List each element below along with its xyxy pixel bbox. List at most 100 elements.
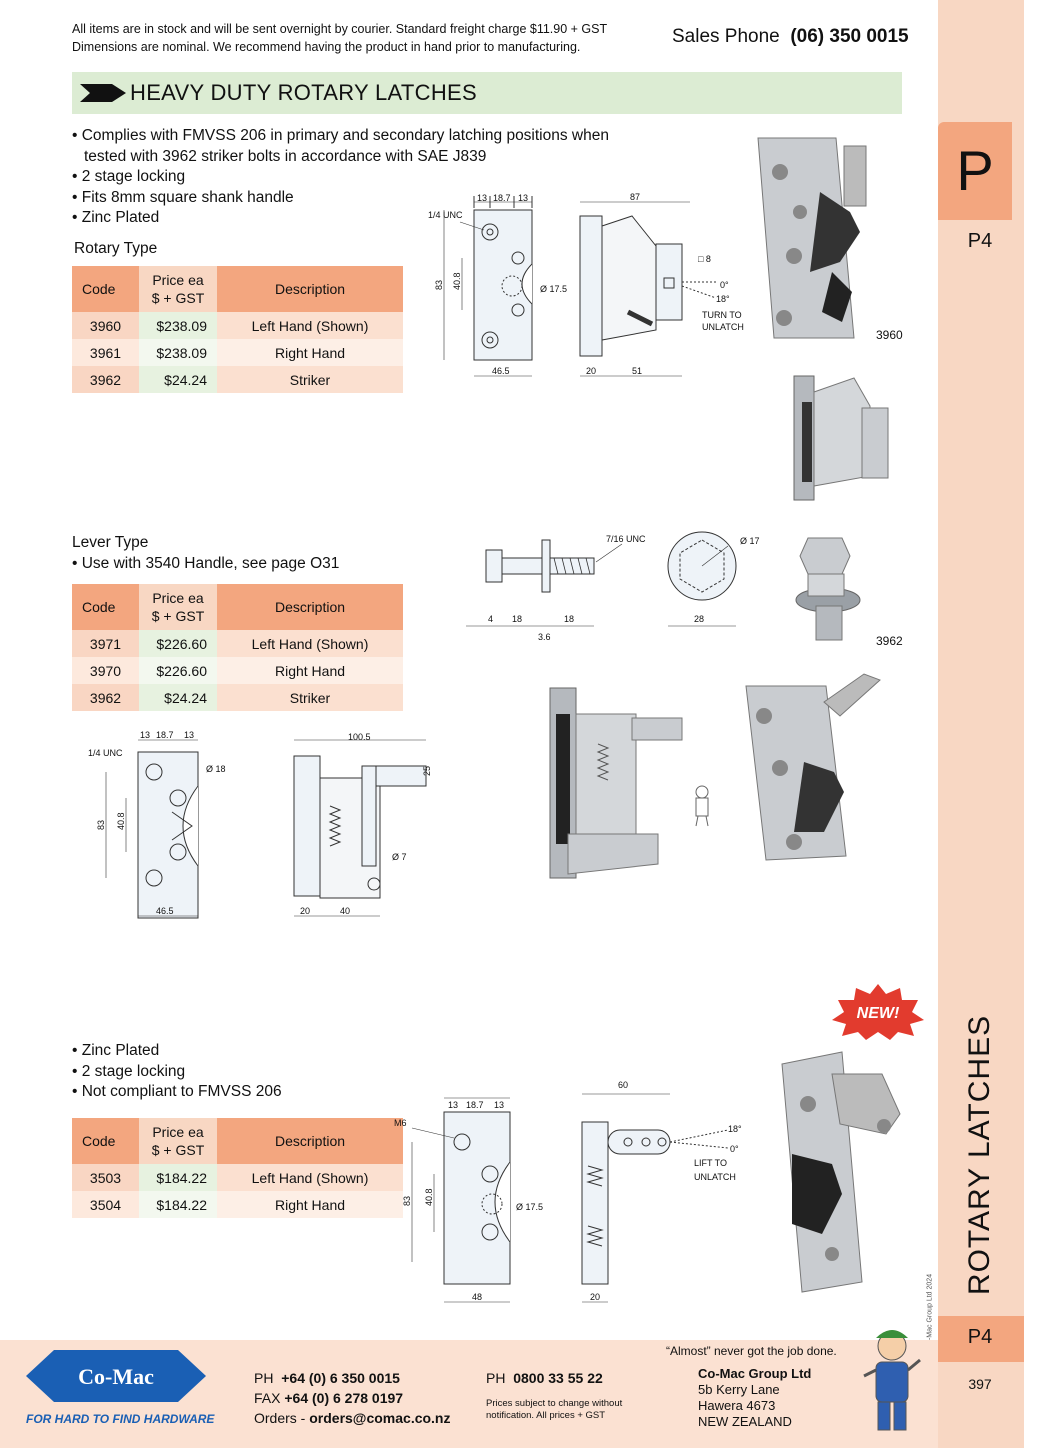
co-mac-logo: Co-Mac <box>26 1350 206 1402</box>
bottom-tab <box>938 1316 1024 1362</box>
col-description: Description <box>217 584 403 630</box>
section-letter: P <box>956 139 994 202</box>
svg-text:83: 83 <box>434 280 444 290</box>
svg-text:46.5: 46.5 <box>156 906 174 916</box>
svg-text:87: 87 <box>630 192 640 202</box>
svg-text:Ø 17.5: Ø 17.5 <box>516 1202 543 1212</box>
svg-text:13: 13 <box>477 193 487 203</box>
section-tab <box>938 122 1012 220</box>
lever-latch-photo-front <box>745 673 881 861</box>
mascot-small-icon <box>695 785 709 827</box>
svg-text:51: 51 <box>632 366 642 376</box>
new-badge: NEW! <box>832 984 924 1040</box>
freephone: PH 0800 33 55 22 <box>486 1370 603 1386</box>
svg-text:40: 40 <box>340 906 350 916</box>
col-price: Price ea$ + GST <box>139 584 217 630</box>
svg-text:LIFT TO: LIFT TO <box>694 1158 727 1168</box>
latch-photo-3503 <box>781 1051 901 1293</box>
svg-text:40.8: 40.8 <box>424 1188 434 1206</box>
svg-text:18°: 18° <box>716 294 730 304</box>
feature-list-lever: • Use with 3540 Handle, see page O31 <box>72 555 340 572</box>
section-code: P4 <box>967 230 993 252</box>
mascot-quote: “Almost” never got the job done. <box>666 1344 837 1358</box>
svg-text:7/16 UNC: 7/16 UNC <box>606 534 646 544</box>
feature-list-3503: • Zinc Plated • 2 stage locking • Not co… <box>72 1042 282 1100</box>
lever-type-heading: Lever Type <box>72 534 149 551</box>
mascot-icon <box>863 1330 921 1431</box>
svg-text:Co-Mac: Co-Mac <box>78 1364 154 1389</box>
svg-text:40.8: 40.8 <box>452 272 462 290</box>
svg-text:83: 83 <box>96 820 106 830</box>
bottom-section-code: P4 <box>967 1326 993 1348</box>
svg-text:UNLATCH: UNLATCH <box>702 322 744 332</box>
svg-text:Ø 18: Ø 18 <box>206 764 226 774</box>
col-code: Code <box>72 584 139 630</box>
svg-text:25: 25 <box>422 766 432 776</box>
svg-text:20: 20 <box>590 1292 600 1302</box>
stock-notice: All items are in stock and will be sent … <box>72 22 608 54</box>
col-price: Price ea$ + GST <box>139 1118 217 1164</box>
svg-text:13: 13 <box>184 730 194 740</box>
company-address: Co-Mac Group Ltd 5b Kerry Lane Hawera 46… <box>698 1366 812 1429</box>
svg-text:13: 13 <box>494 1100 504 1110</box>
title-bar <box>72 72 902 114</box>
svg-text:18°: 18° <box>728 1124 742 1134</box>
svg-text:Ø 17: Ø 17 <box>740 536 760 546</box>
contact-block: PH +64 (0) 6 350 0015 FAX +64 (0) 6 278 … <box>254 1370 451 1426</box>
price-table-lever: Code Price ea$ + GST Description 3971$22… <box>72 584 403 711</box>
svg-text:UNLATCH: UNLATCH <box>694 1172 736 1182</box>
orders-email-link[interactable]: orders@comac.co.nz <box>309 1410 451 1426</box>
feature-list-rotary: • Complies with FMVSS 206 in primary and… <box>72 127 609 226</box>
svg-text:60: 60 <box>618 1080 628 1090</box>
price-table-rotary: Code Price ea$ + GST Description 3960$23… <box>72 266 403 393</box>
latch-3503-drawing: 13 18.7 13 M6 83 40.8 Ø 17.5 48 60 18° 0… <box>394 1080 742 1303</box>
sales-phone: Sales Phone (06) 350 0015 <box>672 26 909 47</box>
col-code: Code <box>72 266 139 312</box>
svg-text:Ø 17.5: Ø 17.5 <box>540 284 567 294</box>
svg-text:3.6: 3.6 <box>538 632 551 642</box>
svg-text:1/4 UNC: 1/4 UNC <box>428 210 463 220</box>
new-badge-text: NEW! <box>857 1005 900 1022</box>
svg-text:0°: 0° <box>730 1144 739 1154</box>
svg-text:4: 4 <box>488 614 493 624</box>
svg-text:13: 13 <box>448 1100 458 1110</box>
svg-text:0°: 0° <box>720 280 729 290</box>
svg-text:83: 83 <box>402 1196 412 1206</box>
col-code: Code <box>72 1118 139 1164</box>
svg-text:100.5: 100.5 <box>348 732 371 742</box>
photo-label-3960: 3960 <box>876 328 903 342</box>
page-number: 397 <box>968 1376 992 1392</box>
col-description: Description <box>217 1118 403 1164</box>
price-table-3503: Code Price ea$ + GST Description 3503$18… <box>72 1118 403 1218</box>
lever-latch-photo-side <box>549 687 683 879</box>
section-title-vertical: ROTARY LATCHES <box>963 1014 996 1296</box>
svg-text:18: 18 <box>512 614 522 624</box>
rotary-type-heading: Rotary Type <box>74 240 158 257</box>
svg-text:20: 20 <box>300 906 310 916</box>
svg-text:18.7: 18.7 <box>466 1100 484 1110</box>
svg-text:18.7: 18.7 <box>493 193 511 203</box>
slogan: FOR HARD TO FIND HARDWARE <box>26 1412 215 1426</box>
svg-text:20: 20 <box>586 366 596 376</box>
svg-text:13: 13 <box>518 193 528 203</box>
photo-label-3962: 3962 <box>876 634 903 648</box>
side-panel <box>938 0 1024 1448</box>
svg-text:M6: M6 <box>394 1118 407 1128</box>
arrow-icon <box>80 84 126 102</box>
col-description: Description <box>217 266 403 312</box>
svg-text:18: 18 <box>564 614 574 624</box>
svg-text:Ø 7: Ø 7 <box>392 852 407 862</box>
striker-photo <box>795 537 861 641</box>
svg-text:13: 13 <box>140 730 150 740</box>
svg-text:TURN TO: TURN TO <box>702 310 742 320</box>
svg-text:18.7: 18.7 <box>156 730 174 740</box>
col-price: Price ea$ + GST <box>139 266 217 312</box>
